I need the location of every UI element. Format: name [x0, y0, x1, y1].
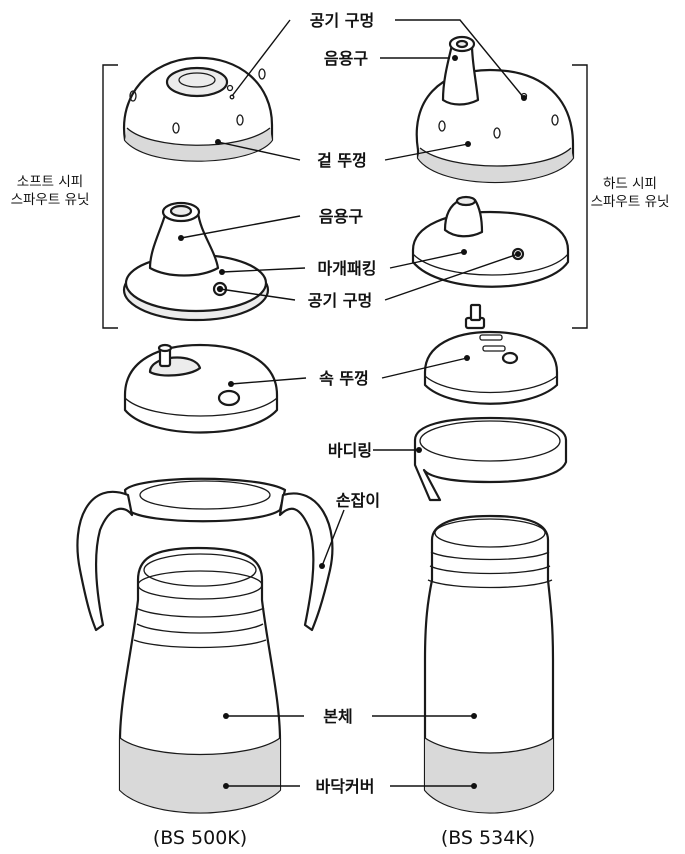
soft-group-line1: 소프트 시피	[17, 174, 83, 190]
label-body: 본체	[323, 707, 352, 726]
label-air-hole-mid: 공기 구멍	[308, 291, 372, 310]
label-spout-top: 음용구	[324, 49, 368, 68]
soft-spout-bracket	[102, 64, 118, 329]
model-left: (BS 500K)	[153, 827, 247, 849]
label-bottom-cover: 바닥커버	[316, 777, 375, 796]
hard-group-line1: 하드 시피	[603, 176, 657, 192]
right-body	[423, 514, 555, 814]
label-inner-lid: 속 뚜껑	[319, 369, 369, 388]
model-right: (BS 534K)	[441, 827, 535, 849]
label-body-ring: 바디링	[328, 441, 372, 460]
soft-group-line2: 스파우트 유닛	[11, 192, 90, 208]
label-outer-lid: 겉 뚜껑	[317, 151, 367, 170]
left-handle	[76, 477, 334, 632]
right-inner-lid	[423, 303, 559, 405]
right-outer-lid	[415, 35, 575, 184]
left-inner-lid	[123, 343, 279, 434]
hard-group-line2: 스파우트 유닛	[591, 194, 670, 210]
label-handle: 손잡이	[336, 491, 380, 510]
left-spout-packing	[122, 201, 270, 322]
left-outer-lid	[122, 56, 274, 162]
hard-spout-bracket	[572, 64, 588, 329]
label-packing: 마개패킹	[318, 259, 377, 278]
left-body	[118, 546, 282, 814]
right-packing	[411, 195, 570, 288]
right-body-ring	[413, 416, 568, 502]
leader-lines	[178, 19, 527, 789]
label-air-hole-top: 공기 구멍	[310, 11, 374, 30]
label-spout-mid: 음용구	[319, 207, 363, 226]
